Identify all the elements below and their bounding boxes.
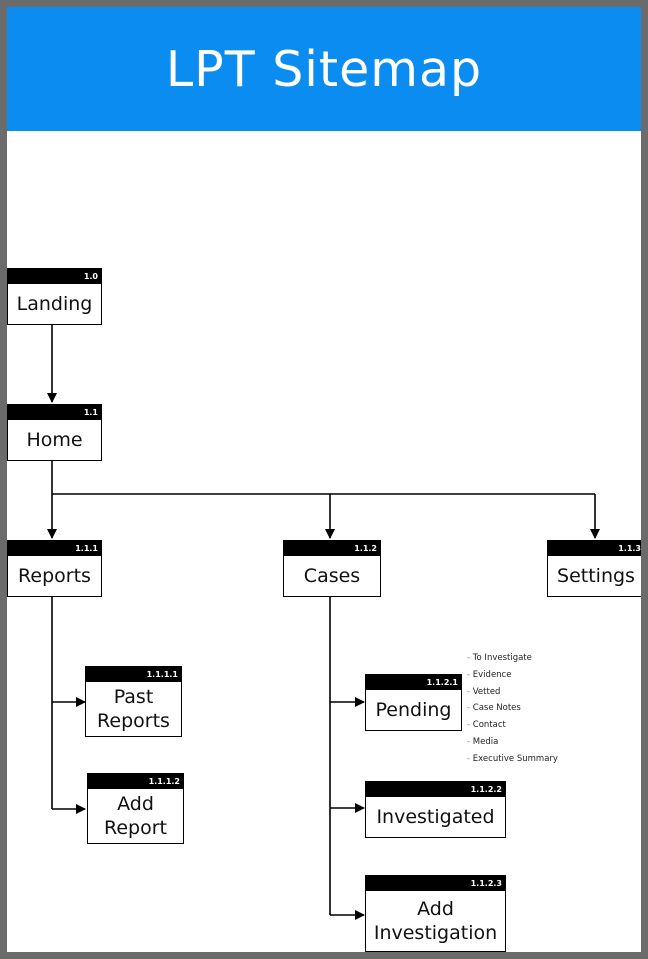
node-landing: 1.0 Landing	[7, 268, 102, 325]
node-id: 1.1.2.1	[366, 675, 461, 690]
node-settings: 1.1.3 Settings	[547, 540, 641, 597]
node-label: Investigated	[376, 806, 495, 828]
node-add-report: 1.1.1.2 Add Report	[87, 773, 184, 844]
list-item: To Investigate	[467, 650, 558, 667]
list-item: Contact	[467, 717, 558, 734]
node-id: 1.1.1.2	[88, 774, 183, 789]
node-id: 1.1.1.1	[86, 667, 181, 682]
node-add-investigation: 1.1.2.3 Add Investigation	[365, 875, 506, 952]
node-id: 1.1.1	[8, 541, 101, 556]
node-past-reports: 1.1.1.1 Past Reports	[85, 666, 182, 737]
list-item: Evidence	[467, 667, 558, 684]
list-item: Vetted	[467, 684, 558, 701]
list-item: Executive Summary	[467, 751, 558, 768]
node-id: 1.1.3	[548, 541, 641, 556]
node-id: 1.1.2.3	[366, 876, 505, 891]
connector-lines	[47, 324, 600, 920]
node-id: 1.1.2	[284, 541, 380, 556]
node-id: 1.0	[8, 269, 101, 284]
node-id: 1.1	[8, 405, 101, 420]
node-id: 1.1.2.2	[366, 782, 505, 797]
page-title: LPT Sitemap	[7, 7, 641, 131]
node-label: Settings	[557, 565, 635, 587]
node-reports: 1.1.1 Reports	[7, 540, 102, 597]
node-label: Home	[26, 429, 83, 451]
node-label: Add Report	[104, 793, 167, 839]
node-label: Pending	[375, 699, 452, 721]
node-home: 1.1 Home	[7, 404, 102, 461]
node-label: Past Reports	[97, 686, 170, 732]
node-investigated: 1.1.2.2 Investigated	[365, 781, 506, 838]
node-pending: 1.1.2.1 Pending	[365, 674, 462, 731]
node-label: Reports	[18, 565, 91, 587]
pending-subitems-list: To Investigate Evidence Vetted Case Note…	[467, 650, 558, 768]
node-label: Landing	[16, 293, 93, 315]
node-label: Add Investigation	[373, 898, 498, 944]
node-label: Cases	[303, 565, 361, 587]
node-cases: 1.1.2 Cases	[283, 540, 381, 597]
list-item: Media	[467, 734, 558, 751]
list-item: Case Notes	[467, 700, 558, 717]
